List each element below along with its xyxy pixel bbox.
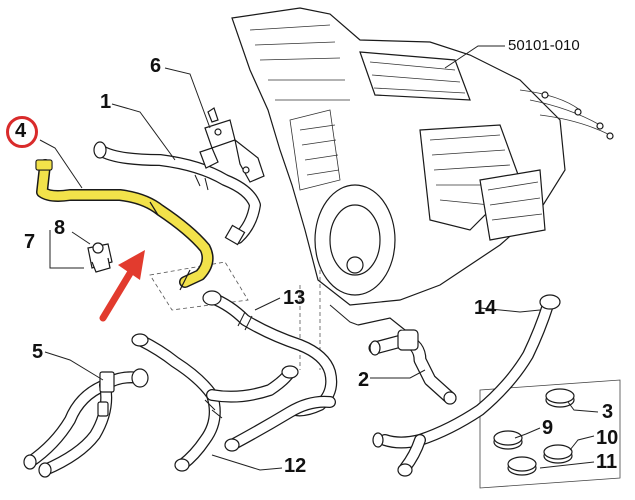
callout-2: 2 [358, 369, 370, 391]
hose-part-4-highlighted [35, 159, 214, 291]
highlight-ring [6, 116, 38, 148]
hose-part-14 [372, 294, 561, 477]
hose-part-5 [23, 368, 149, 478]
red-direction-arrow [99, 250, 145, 322]
callout-7: 7 [24, 231, 36, 253]
callout-6: 6 [150, 55, 162, 77]
callout-4: 4 [15, 120, 27, 142]
hose-part-12 [131, 333, 336, 472]
clip-part-8 [87, 242, 113, 273]
callout-14: 14 [474, 297, 497, 319]
callout-10: 10 [596, 427, 619, 449]
hose-clamps [493, 388, 575, 476]
callout-9: 9 [542, 417, 554, 439]
callout-8: 8 [54, 217, 66, 239]
bracket-part-6 [199, 107, 265, 183]
hvac-housing-assembly [231, 7, 614, 306]
callout-3: 3 [602, 401, 614, 423]
callout-5: 5 [32, 341, 44, 363]
leader-lines [39, 45, 599, 471]
callout-13: 13 [283, 287, 306, 309]
callout-1: 1 [100, 91, 112, 113]
callout-11: 11 [596, 451, 618, 473]
hose-part-1 [93, 141, 261, 246]
valve-part-2 [357, 317, 457, 405]
callout-12: 12 [284, 455, 307, 477]
assembly-reference: 50101-010 [508, 37, 580, 54]
